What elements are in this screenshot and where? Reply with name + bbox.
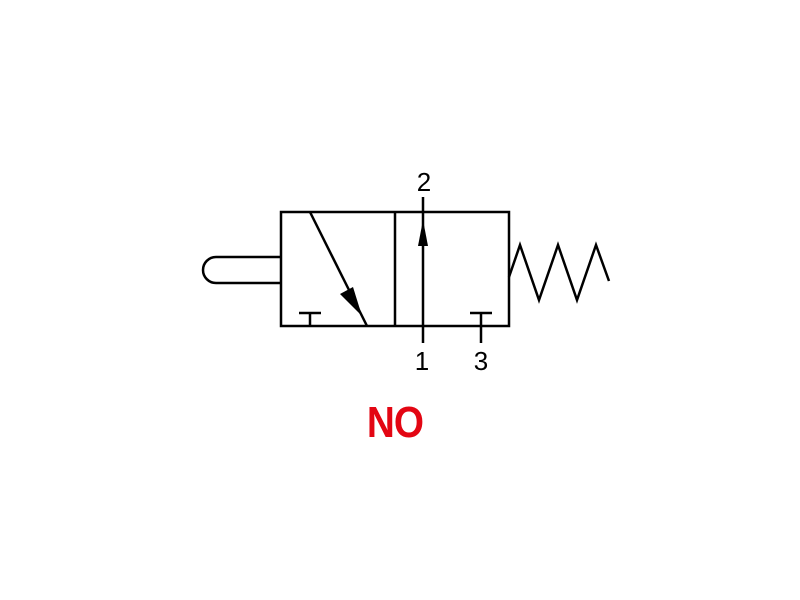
push-button-actuator bbox=[201, 255, 281, 285]
left-flow-arrowhead bbox=[340, 287, 362, 316]
right-flow-arrowhead bbox=[418, 220, 428, 246]
normally-open-label: NO bbox=[366, 398, 424, 447]
port-label-3: 3 bbox=[474, 346, 488, 376]
spring-return bbox=[507, 241, 611, 304]
port-label-2: 2 bbox=[417, 167, 431, 197]
port-label-1: 1 bbox=[415, 346, 429, 376]
